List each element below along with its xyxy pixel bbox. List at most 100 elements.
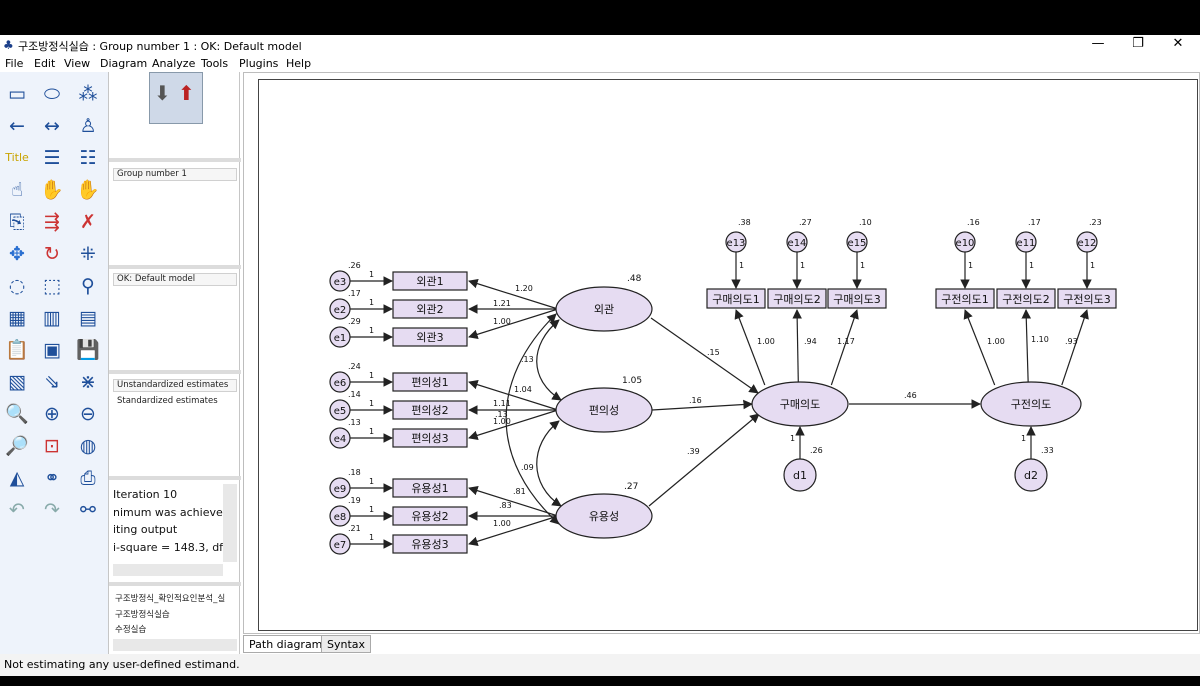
list-variables-model-icon[interactable]: ☰ xyxy=(43,147,61,169)
file-list-item[interactable]: 수정실습 xyxy=(115,625,147,635)
draw-indicator-icon[interactable]: ⁂ xyxy=(78,83,98,105)
zoom-page-icon[interactable]: 🔎 xyxy=(5,435,29,457)
menu-view[interactable]: View xyxy=(64,57,91,70)
app-icon: ♣ xyxy=(3,38,14,52)
rotate-icon[interactable]: ↻ xyxy=(44,243,60,265)
horizontal-scrollbar[interactable] xyxy=(113,564,223,576)
analysis-properties-icon[interactable]: ▥ xyxy=(43,307,61,329)
double-arrow-icon[interactable]: ↔ xyxy=(44,115,60,137)
file-list-item[interactable]: 구조방정식실습 xyxy=(115,610,170,620)
drag-properties-icon[interactable]: ⇘ xyxy=(44,371,60,393)
calculate-estimates-icon[interactable]: ▤ xyxy=(79,307,97,329)
menu-file[interactable]: File xyxy=(5,57,24,70)
observed-label: 구매의도2 xyxy=(773,293,820,306)
menu-edit[interactable]: Edit xyxy=(34,57,56,70)
error-label: e9 xyxy=(334,484,347,495)
zoom-area-icon[interactable]: 🔍 xyxy=(5,403,29,425)
data-files-icon[interactable]: ▦ xyxy=(8,307,26,329)
loupe-icon[interactable]: ◍ xyxy=(79,435,97,457)
tab-path-diagram[interactable]: Path diagram xyxy=(243,635,329,653)
disturbance-d2 xyxy=(1014,458,1048,492)
object-properties-icon[interactable]: ▧ xyxy=(8,371,26,393)
erase-icon[interactable]: ✗ xyxy=(80,211,96,233)
loading-value: .83 xyxy=(499,501,512,510)
print-icon[interactable]: ⎙ xyxy=(80,467,96,489)
group-list-item[interactable]: Group number 1 xyxy=(113,168,237,181)
zoom-out-icon[interactable]: ⊖ xyxy=(80,403,96,425)
path-coefficient: .46 xyxy=(904,391,917,400)
path-coefficient: .16 xyxy=(689,396,702,405)
resize-diagram-icon[interactable]: ⊡ xyxy=(44,435,60,457)
undo-icon[interactable]: ↶ xyxy=(9,499,25,521)
select-one-icon[interactable]: ☝ xyxy=(11,179,23,201)
move-parameter-icon[interactable]: ◌ xyxy=(8,275,26,297)
latent-f2 xyxy=(555,387,653,433)
observed-box xyxy=(767,288,827,309)
fixed-weight: 1 xyxy=(369,505,374,514)
clipboard-icon[interactable]: 📋 xyxy=(5,339,29,361)
multiple-group-icon[interactable]: ⚭ xyxy=(44,467,60,489)
maximize-button[interactable]: ❐ xyxy=(1132,36,1144,51)
copy-icon[interactable]: ⎘ xyxy=(9,211,25,233)
save-icon[interactable]: 💾 xyxy=(76,339,100,361)
change-shape-icon[interactable]: ✥ xyxy=(9,243,25,265)
fixed-weight: 1 xyxy=(369,399,374,408)
view-text-icon[interactable]: ▣ xyxy=(43,339,61,361)
view-output-icon[interactable]: ⬆ xyxy=(178,81,195,105)
deselect-all-icon[interactable]: ✋ xyxy=(76,179,100,201)
reflect-icon[interactable]: ⁜ xyxy=(80,243,96,265)
title-icon[interactable]: Title xyxy=(5,151,29,164)
list-variables-data-icon[interactable]: ☷ xyxy=(79,147,97,169)
model-toggle[interactable]: ⬇ ⬆ xyxy=(149,72,203,124)
loading-path xyxy=(830,309,859,386)
draw-ellipse-icon[interactable]: ⬭ xyxy=(43,83,61,105)
redo-icon[interactable]: ↷ xyxy=(44,499,60,521)
observed-label: 구매의도1 xyxy=(712,293,759,306)
observed-label: 외관3 xyxy=(416,331,443,344)
preserve-symmetries-icon[interactable]: ⋇ xyxy=(80,371,96,393)
menu-diagram[interactable]: Diagram xyxy=(100,57,148,70)
covariance-f1-f3 xyxy=(505,313,560,525)
observed-label: 유용성1 xyxy=(411,482,448,495)
observed-label: 편의성2 xyxy=(411,404,448,417)
scroll-icon[interactable]: ⬚ xyxy=(43,275,61,297)
select-all-icon[interactable]: ✋ xyxy=(40,179,64,201)
menu-tools[interactable]: Tools xyxy=(201,57,229,70)
unique-variable-icon[interactable]: ♙ xyxy=(79,115,97,137)
draw-rectangle-icon[interactable]: ▭ xyxy=(8,83,26,105)
model-list-item[interactable]: OK: Default model xyxy=(113,273,237,286)
vertical-scrollbar[interactable] xyxy=(223,484,237,562)
latent-label: 구매의도 xyxy=(780,398,820,411)
menu-plugins[interactable]: Plugins xyxy=(239,57,279,70)
loading-path xyxy=(468,486,559,517)
menu-analyze[interactable]: Analyze xyxy=(152,57,196,70)
fixed-weight: 1 xyxy=(369,533,374,542)
error-term xyxy=(329,298,351,320)
menu-help[interactable]: Help xyxy=(286,57,312,70)
standardized-option[interactable]: Standardized estimates xyxy=(117,396,218,406)
loading-path xyxy=(468,409,559,440)
observed-box xyxy=(392,372,468,392)
tab-syntax[interactable]: Syntax xyxy=(321,635,372,653)
touch-up-icon[interactable]: ⚲ xyxy=(81,275,95,297)
covariance-f2-f3 xyxy=(536,420,562,507)
fixed-weight: 1 xyxy=(1090,261,1095,270)
minimize-button[interactable]: — xyxy=(1091,36,1105,51)
view-input-icon[interactable]: ⬇ xyxy=(154,81,171,105)
unstandardized-option[interactable]: Unstandardized estimates xyxy=(113,379,237,392)
latent-variance: 1.05 xyxy=(622,376,642,386)
horizontal-scrollbar[interactable] xyxy=(113,639,237,651)
latent-variance: .27 xyxy=(624,482,638,492)
file-list-item[interactable]: 구조방정식_확인적요인분석_실 xyxy=(115,594,226,604)
zoom-in-icon[interactable]: ⊕ xyxy=(44,403,60,425)
move-icon[interactable]: ⇶ xyxy=(44,211,60,233)
single-arrow-icon[interactable]: ← xyxy=(9,115,25,137)
bayesian-icon[interactable]: ◭ xyxy=(9,467,25,489)
loading-path xyxy=(468,380,559,411)
error-label: e10 xyxy=(956,238,975,249)
covariance-value: .09 xyxy=(521,463,534,472)
close-button[interactable]: ✕ xyxy=(1172,36,1184,51)
specification-search-icon[interactable]: ⚯ xyxy=(80,499,96,521)
